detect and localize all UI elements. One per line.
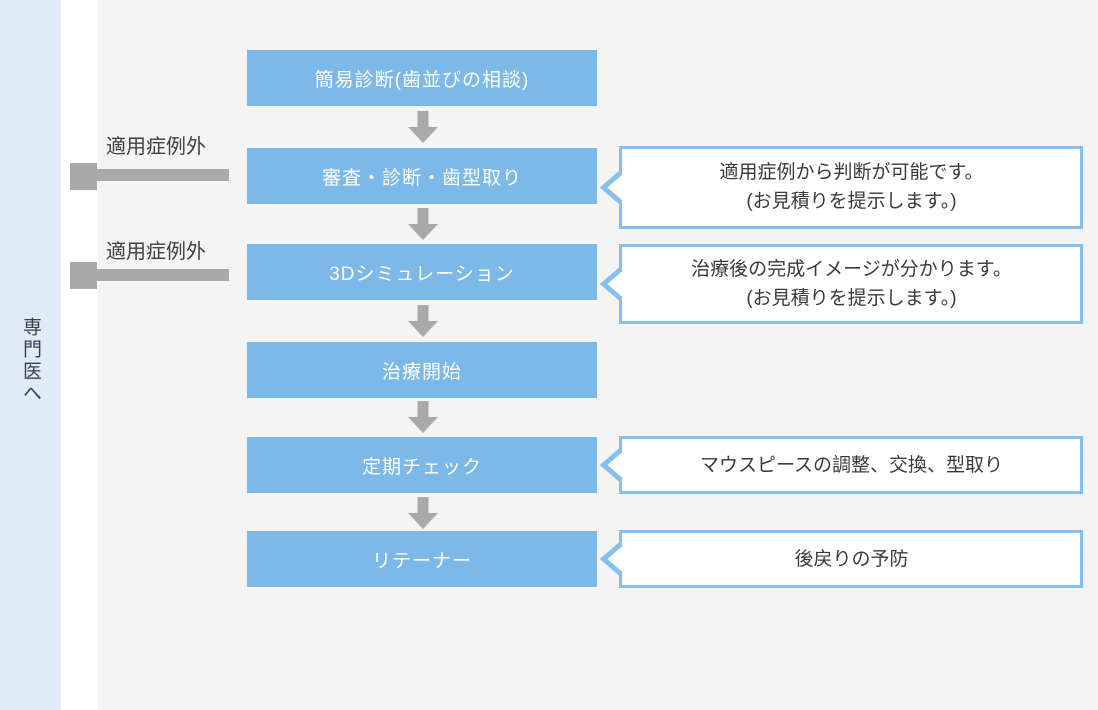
step-3d-simulation: 3Dシミュレーション [247, 244, 597, 300]
callout-line: マウスピースの調整、交換、型取り [699, 454, 1004, 476]
step-label: 定期チェック [361, 456, 482, 478]
down-arrow-icon [408, 208, 438, 240]
callout-examination-note: 適用症例から判断が可能です。 (お見積りを提示します。) [620, 146, 1083, 228]
callout-line: 適用症例から判断が可能です。 [719, 162, 984, 183]
callout-mouthpiece-note: マウスピースの調整、交換、型取り [620, 436, 1083, 494]
callout-bubble [600, 436, 1083, 494]
callout-relapse-note: 後戻りの予防 [620, 530, 1083, 588]
callout-line: (お見積りを提示します。) [746, 288, 957, 309]
branch-endpoint-block [70, 262, 97, 289]
callout-line: 後戻りの予防 [794, 548, 909, 570]
callout-bubble [600, 244, 1083, 324]
branch-connector-bar [96, 269, 229, 281]
branch-label-not-applicable: 適用症例外 [106, 241, 206, 263]
branch-label-not-applicable: 適用症例外 [106, 136, 206, 158]
callout-bubble [600, 530, 1083, 588]
step-label: 審査・診断・歯型取り [321, 167, 522, 189]
branch-endpoint-block [70, 163, 97, 190]
step-label: リテーナー [371, 550, 472, 572]
down-arrow-icon [408, 111, 438, 143]
down-arrow-icon [408, 305, 438, 337]
specialist-label: 専門医へ [20, 317, 41, 405]
step-retainer: リテーナー [247, 531, 597, 587]
step-examination-diagnosis: 審査・診断・歯型取り [247, 148, 597, 204]
step-label: 簡易診断(歯並びの相談) [314, 69, 530, 91]
down-arrow-icon [408, 401, 438, 433]
step-label: 3Dシミュレーション [329, 263, 515, 285]
step-regular-check: 定期チェック [247, 437, 597, 493]
step-treatment-start: 治療開始 [247, 342, 597, 398]
specialist-side-strip [0, 0, 61, 710]
callout-simulation-note: 治療後の完成イメージが分かります。 (お見積りを提示します。) [620, 244, 1083, 324]
down-arrow-icon [408, 497, 438, 529]
callout-line: (お見積りを提示します。) [746, 191, 957, 212]
step-label: 治療開始 [381, 361, 462, 383]
branch-connector-bar [96, 169, 229, 181]
callout-bubble [600, 146, 1083, 229]
step-simple-diagnosis: 簡易診断(歯並びの相談) [247, 50, 597, 106]
callout-line: 治療後の完成イメージが分かります。 [691, 259, 1012, 280]
specialist-label-wrap: 専門医へ [0, 306, 61, 416]
